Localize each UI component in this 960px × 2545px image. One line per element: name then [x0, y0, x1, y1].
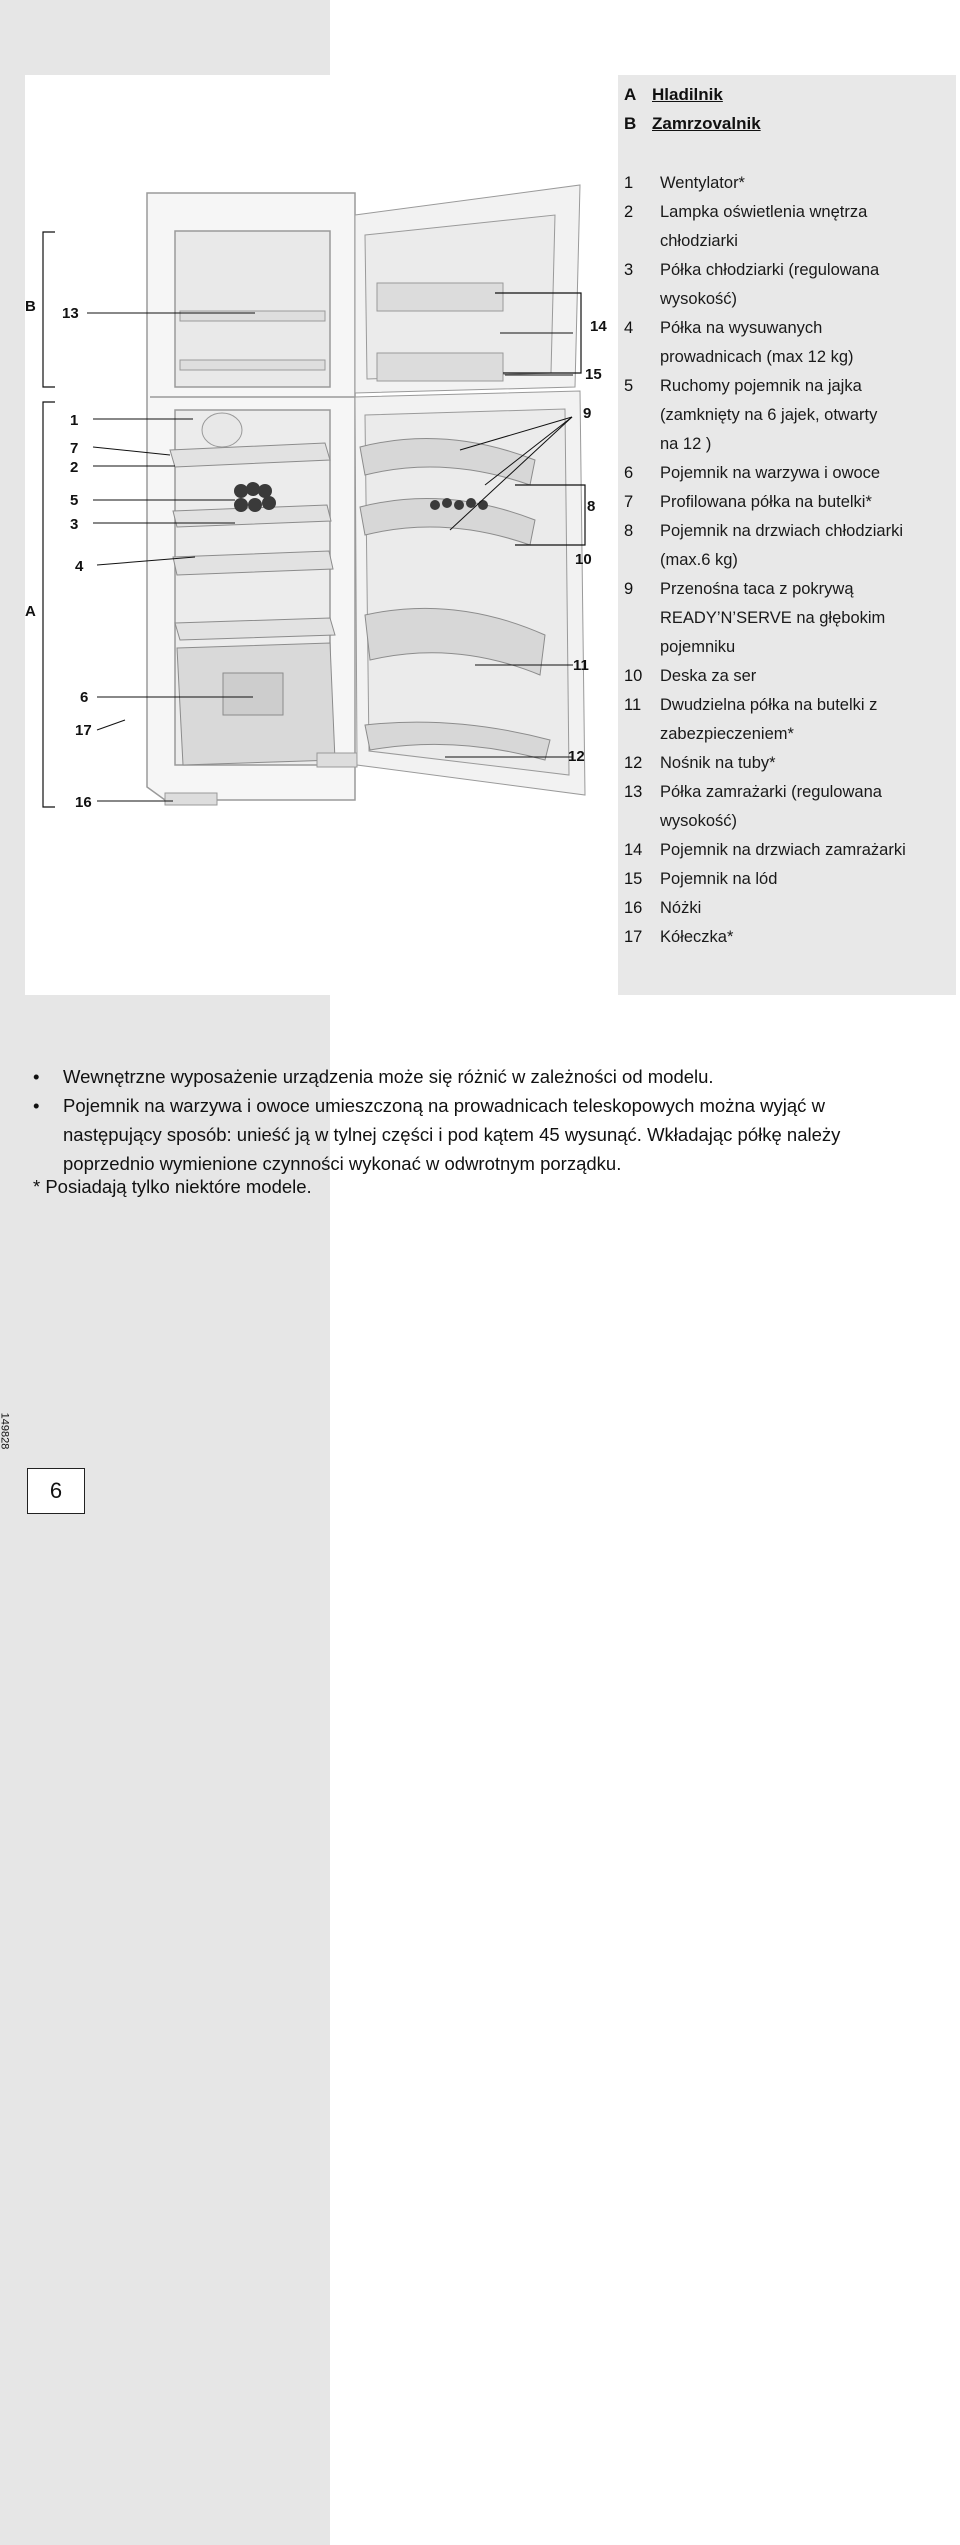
- legend-item-text: Półka na wysuwanych: [660, 314, 822, 343]
- bullet-icon: •: [33, 1091, 39, 1120]
- legend-item-number: 3: [624, 256, 652, 285]
- legend-item-text: prowadnicach (max 12 kg): [660, 343, 854, 372]
- legend-item-text: (zamknięty na 6 jajek, otwarty: [660, 401, 877, 430]
- legend-item-number: 5: [624, 372, 652, 401]
- legend-item-number: 13: [624, 778, 652, 807]
- legend-item-number: 16: [624, 894, 652, 923]
- margin-band-top: [0, 0, 330, 75]
- legend-item-text: wysokość): [660, 807, 737, 836]
- callout-3: 3: [70, 516, 78, 533]
- legend-item-text: Pojemnik na drzwiach zamrażarki: [660, 836, 906, 865]
- note-text: Wewnętrzne wyposażenie urządzenia może s…: [63, 1062, 960, 1091]
- legend-item-text: Deska za ser: [660, 662, 756, 691]
- legend-item-text: Nośnik na tuby*: [660, 749, 776, 778]
- legend-item-number: 4: [624, 314, 652, 343]
- fridge-diagram: B 13 1 7 2 5 3 4 A 6 17 16 14 15 9 8 10 …: [25, 75, 615, 995]
- note-text: następujący sposób: unieść ją w tylnej c…: [63, 1120, 960, 1149]
- legend-item-text: Półka chłodziarki (regulowana: [660, 256, 879, 285]
- callout-14: 14: [590, 318, 607, 335]
- callout-10: 10: [575, 551, 592, 568]
- callout-9: 9: [583, 405, 591, 422]
- legend-item-text: (max.6 kg): [660, 546, 738, 575]
- callout-11: 11: [573, 657, 589, 674]
- legend-item-number: 1: [624, 169, 652, 198]
- callout-8: 8: [587, 498, 595, 515]
- legend-item-text: Ruchomy pojemnik na jajka: [660, 372, 862, 401]
- legend-item-text: Nóżki: [660, 894, 701, 923]
- bullet-icon: •: [33, 1062, 39, 1091]
- callout-16: 16: [75, 794, 92, 811]
- legend-item-number: 2: [624, 198, 652, 227]
- legend-item-text: Pojemnik na warzywa i owoce: [660, 459, 880, 488]
- page-number: 6: [27, 1468, 85, 1514]
- note-text: Pojemnik na warzywa i owoce umieszczoną …: [63, 1091, 960, 1120]
- legend-item-number: 11: [624, 691, 652, 720]
- legend-item-text: Pojemnik na lód: [660, 865, 777, 894]
- legend-item-text: pojemniku: [660, 633, 735, 662]
- legend-item-number: 14: [624, 836, 652, 865]
- legend-item-number: 10: [624, 662, 652, 691]
- legend-item-text: Kółeczka*: [660, 923, 733, 952]
- callout-4: 4: [75, 558, 84, 575]
- legend-item-text: Półka zamrażarki (regulowana: [660, 778, 882, 807]
- bracket-A: [43, 402, 55, 807]
- fridge-illustration: B 13 1 7 2 5 3 4 A 6 17 16 14 15 9 8 10 …: [25, 75, 615, 995]
- callout-2: 2: [70, 459, 78, 476]
- callout-B: B: [25, 298, 36, 315]
- legend-item-text: chłodziarki: [660, 227, 738, 256]
- legend-item-number: 9: [624, 575, 652, 604]
- margin-band-middle: [0, 995, 330, 2545]
- legend-item-text: Dwudzielna półka na butelki z: [660, 691, 877, 720]
- callout-7: 7: [70, 440, 78, 457]
- legend-item-number: 15: [624, 865, 652, 894]
- legend-item-number: 8: [624, 517, 652, 546]
- legend-item-text: Lampka oświetlenia wnętrza: [660, 198, 867, 227]
- callout-1: 1: [70, 412, 78, 429]
- legend-item-text: wysokość): [660, 285, 737, 314]
- legend-item-text: Profilowana półka na butelki*: [660, 488, 872, 517]
- legend-item-number: 7: [624, 488, 652, 517]
- legend-item-number: 6: [624, 459, 652, 488]
- callout-12: 12: [568, 748, 585, 765]
- callout-15: 15: [585, 366, 602, 383]
- callout-5: 5: [70, 492, 78, 509]
- legend-item-text: Przenośna taca z pokrywą: [660, 575, 854, 604]
- callout-17: 17: [75, 722, 92, 739]
- callout-13: 13: [62, 305, 79, 322]
- document-code: 149828: [0, 1413, 10, 1450]
- legend-item-number: 17: [624, 923, 652, 952]
- legend-item-text: zabezpieczeniem*: [660, 720, 794, 749]
- legend-item-number: 12: [624, 749, 652, 778]
- legend-item-text: Wentylator*: [660, 169, 745, 198]
- footnote: * Posiadają tylko niektóre modele.: [33, 1176, 312, 1198]
- legend-item-text: na 12 ): [660, 430, 711, 459]
- callout-6: 6: [80, 689, 88, 706]
- legend-item-text: READY’N’SERVE na głębokim: [660, 604, 885, 633]
- callout-A: A: [25, 603, 36, 620]
- legend-item-text: Pojemnik na drzwiach chłodziarki: [660, 517, 903, 546]
- bracket-B: [43, 232, 55, 387]
- note-text: poprzednio wymienione czynności wykonać …: [63, 1149, 960, 1178]
